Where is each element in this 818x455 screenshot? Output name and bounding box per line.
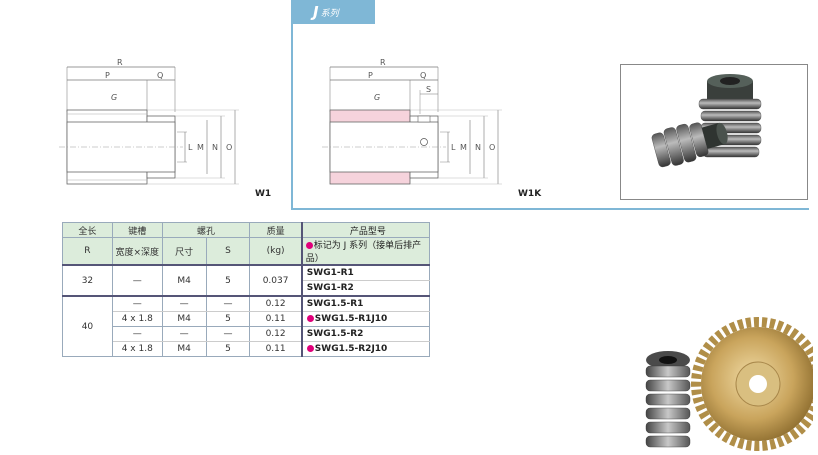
cell-part-number: SWG1.5-R2J10 <box>300 341 430 357</box>
cell-keyway: — <box>111 295 163 312</box>
cell-part-number: SWG1-R2 <box>300 280 430 297</box>
cell-part-number: SWG1.5-R1 <box>300 295 430 312</box>
dim-m-label: M <box>197 143 204 152</box>
cell-hole-size: M4 <box>161 264 207 297</box>
cell-hole-size: M4 <box>161 311 207 327</box>
j-series-panel <box>291 0 809 210</box>
worm-gear-photo <box>645 317 813 451</box>
table-row: 4 x 1.8 M4 5 0.11 SWG1.5-R2J10 <box>63 341 430 357</box>
cell-length: 32 <box>62 264 113 297</box>
j-series-label: 系列 <box>320 8 339 19</box>
dim-n-label: N <box>475 143 481 152</box>
cell-mass: 0.11 <box>249 341 303 357</box>
drawing-w1k-label: W1K <box>518 189 542 199</box>
drawing-w1k: R P Q S G L M N O <box>322 58 502 185</box>
cell-mass: 0.11 <box>249 311 303 327</box>
header-hole: 螺孔 <box>161 222 251 238</box>
dim-m-label: M <box>460 143 467 152</box>
drawing-w1-label: W1 <box>255 189 272 199</box>
dim-q-label: Q <box>157 71 163 80</box>
cell-part-number: SWG1.5-R2 <box>300 326 430 342</box>
worm-photo <box>651 74 762 168</box>
table-row: 40 — — — 0.12 SWG1.5-R1 <box>62 295 430 357</box>
table-row: 4 x 1.8 M4 5 0.11 SWG1.5-R1J10 <box>63 311 430 327</box>
j-marker-icon <box>306 315 314 322</box>
cell-mass: 0.12 <box>249 295 303 312</box>
dim-p-label: P <box>368 71 373 80</box>
header-keyway-sub: 宽度×深度 <box>111 237 163 266</box>
dim-g-label: G <box>374 93 380 102</box>
dim-r-label: R <box>117 58 123 67</box>
cell-mass: 0.12 <box>249 326 303 342</box>
cell-part-number: SWG1-R1 <box>300 264 430 281</box>
table-row: — — — 0.12 SWG1.5-R2 <box>63 326 430 342</box>
product-photo-frame <box>620 64 808 200</box>
cell-length: 40 <box>62 295 113 357</box>
cell-hole-s: 5 <box>205 311 251 327</box>
header-mass: 质量 <box>249 222 303 238</box>
cell-hole-size: M4 <box>161 341 207 357</box>
header-mass-unit: (kg) <box>249 237 303 266</box>
cell-mass: 0.037 <box>249 264 303 297</box>
cell-hole-s: — <box>205 326 251 342</box>
j-marker-icon <box>306 345 314 352</box>
header-length-sym: R <box>62 237 113 266</box>
dim-o-label: O <box>489 143 495 152</box>
dim-r-label: R <box>380 58 386 67</box>
dim-l-label: L <box>451 143 456 152</box>
header-hole-size: 尺寸 <box>161 237 207 266</box>
header-part: 产品型号 <box>300 222 430 238</box>
spec-table-header: 全长 键槽 螺孔 质量 产品型号 R 宽度×深度 尺寸 S (kg) 标记为 J… <box>62 222 430 266</box>
cell-keyway: 4 x 1.8 <box>111 341 163 357</box>
cell-hole-s: — <box>205 295 251 312</box>
dim-n-label: N <box>212 143 218 152</box>
header-length: 全长 <box>62 222 113 238</box>
table-row: 32 — M4 5 0.037 SWG1-R1 <box>62 264 430 297</box>
dim-l-label: L <box>188 143 193 152</box>
cell-part-number: SWG1.5-R1J10 <box>300 311 430 327</box>
header-hole-s: S <box>205 237 251 266</box>
cell-keyway: — <box>111 326 163 342</box>
drawing-w1: R P Q G L M N O <box>59 58 239 185</box>
dim-q-label: Q <box>420 71 426 80</box>
j-series-letter: J <box>313 3 319 21</box>
cell-hole-size: — <box>161 295 207 312</box>
header-keyway: 键槽 <box>111 222 163 238</box>
header-part-note: 标记为 J 系列（接单后排产品） <box>300 237 430 266</box>
j-series-tab: J 系列 <box>291 0 375 24</box>
dim-s-label: S <box>426 85 431 94</box>
dim-g-label: G <box>111 93 117 102</box>
dim-p-label: P <box>105 71 110 80</box>
cell-keyway: — <box>111 264 163 297</box>
spec-table: 全长 键槽 螺孔 质量 产品型号 R 宽度×深度 尺寸 S (kg) 标记为 J… <box>62 222 430 357</box>
cell-hole-s: 5 <box>205 264 251 297</box>
cell-hole-s: 5 <box>205 341 251 357</box>
cell-keyway: 4 x 1.8 <box>111 311 163 327</box>
dim-o-label: O <box>226 143 232 152</box>
cell-hole-size: — <box>161 326 207 342</box>
j-marker-icon <box>305 242 313 249</box>
